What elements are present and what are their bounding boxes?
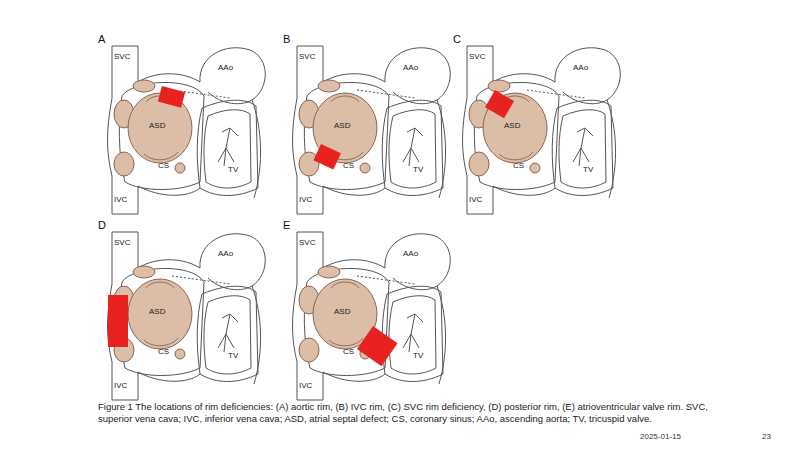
- vessel-label: AAo: [218, 64, 233, 72]
- valve-label: TV: [413, 352, 423, 360]
- panel-letter: E: [283, 220, 290, 231]
- date-stamp: 2025-01-15: [640, 432, 681, 441]
- vessel-label: IVC: [114, 382, 127, 390]
- rim-deficiency: [158, 86, 185, 108]
- structure-label: CS: [158, 348, 169, 356]
- vessel-label: IVC: [299, 382, 312, 390]
- structure-label: CS: [343, 162, 354, 170]
- page-number: 23: [762, 432, 771, 441]
- panel-letter: B: [283, 34, 290, 45]
- defect-label: ASD: [334, 308, 350, 316]
- vessel-label: SVC: [299, 239, 315, 247]
- valve-label: TV: [228, 166, 238, 174]
- heart-diagram: [293, 46, 451, 214]
- figure-caption: Figure 1 The locations of rim deficienci…: [98, 401, 728, 425]
- panel-letter: C: [453, 34, 461, 45]
- heart-diagram: [463, 46, 621, 214]
- defect-label: ASD: [149, 308, 165, 316]
- vessel-label: AAo: [218, 250, 233, 258]
- vessel-label: SVC: [469, 53, 485, 61]
- structure-label: CS: [158, 162, 169, 170]
- structure-label: CS: [513, 162, 524, 170]
- defect-label: ASD: [334, 122, 350, 130]
- defect-label: ASD: [149, 122, 165, 130]
- valve-label: TV: [413, 166, 423, 174]
- panel-letter: A: [98, 34, 105, 45]
- defect-label: ASD: [504, 122, 520, 130]
- heart-diagram: [293, 232, 451, 400]
- rim-deficiency: [108, 295, 128, 347]
- rim-deficiency: [313, 144, 341, 170]
- vessel-label: IVC: [299, 196, 312, 204]
- vessel-label: IVC: [469, 196, 482, 204]
- heart-diagram: [108, 46, 266, 214]
- vessel-label: AAo: [403, 64, 418, 72]
- vessel-label: AAo: [573, 64, 588, 72]
- rim-deficiency: [357, 326, 398, 366]
- vessel-label: SVC: [299, 53, 315, 61]
- structure-label: CS: [343, 348, 354, 356]
- rim-deficiency: [485, 90, 514, 118]
- valve-label: TV: [228, 352, 238, 360]
- vessel-label: IVC: [114, 196, 127, 204]
- heart-diagram: [108, 232, 266, 400]
- vessel-label: AAo: [403, 250, 418, 258]
- panel-letter: D: [98, 220, 106, 231]
- vessel-label: SVC: [114, 53, 130, 61]
- vessel-label: SVC: [114, 239, 130, 247]
- valve-label: TV: [583, 166, 593, 174]
